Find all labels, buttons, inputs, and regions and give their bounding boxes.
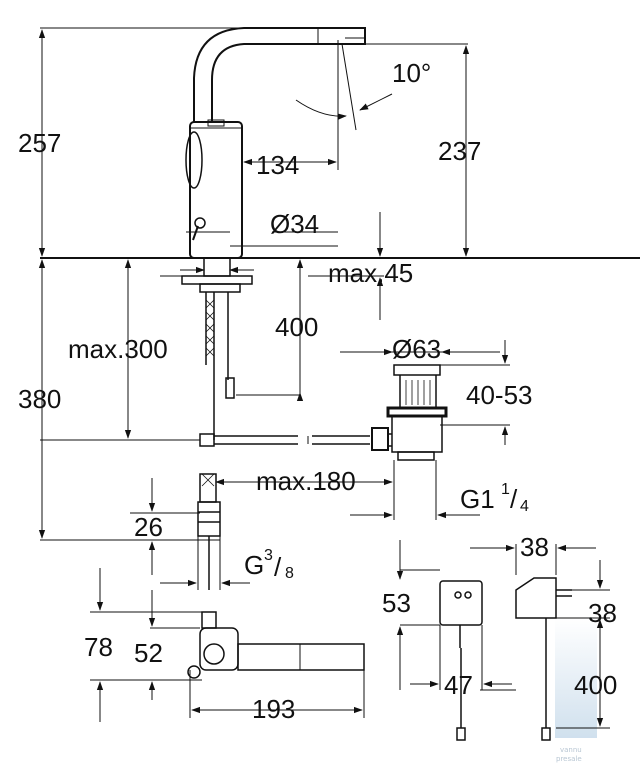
angle-valve [197, 473, 221, 590]
faucet-base-plan [187, 611, 365, 679]
label-valve-height: 26 [134, 512, 163, 542]
label-base-width: 52 [134, 638, 163, 668]
label-hose-max: max.300 [68, 334, 168, 364]
label-base-height: 78 [84, 632, 113, 662]
label-rod-length: max.180 [256, 466, 356, 496]
watermark-fill [555, 618, 597, 738]
label-waste-diameter: Ø63 [392, 334, 441, 364]
svg-text:1: 1 [501, 481, 510, 498]
label-total-height: 257 [18, 128, 61, 158]
label-hole-diameter: Ø34 [270, 209, 319, 239]
label-spout-height: 237 [438, 136, 481, 166]
svg-text:/: / [510, 484, 518, 514]
label-hose-length: 400 [275, 312, 318, 342]
watermark-text-1: vannu [560, 746, 582, 754]
pop-up-waste [371, 364, 448, 461]
label-swivel-angle: 10° [392, 58, 431, 88]
svg-text:3: 3 [264, 547, 273, 564]
watermark-text-2: presale [556, 755, 582, 763]
label-transformer-plug: 38 [588, 598, 617, 628]
label-transformer-depth: 38 [520, 532, 549, 562]
label-transformer-height: 53 [382, 588, 411, 618]
label-spout-reach: 134 [256, 150, 299, 180]
mounting-assembly [181, 257, 253, 440]
svg-text:4: 4 [520, 498, 529, 515]
pull-rod [40, 433, 370, 447]
label-deck-thickness: max.45 [328, 258, 413, 288]
label-waste-thread: G1 1 / 4 [460, 481, 529, 515]
svg-text:8: 8 [285, 565, 294, 582]
label-base-length: 193 [252, 694, 295, 724]
label-under-deck-height: 380 [18, 384, 61, 414]
label-waste-range: 40-53 [466, 380, 533, 410]
svg-text:/: / [274, 552, 282, 582]
transformer-front [439, 580, 483, 741]
label-transformer-width: 47 [444, 670, 473, 700]
hose-braid [205, 299, 215, 357]
dimension-lines [38, 27, 610, 729]
faucet-body [185, 27, 366, 259]
label-supply-thread: G 3 / 8 [244, 547, 294, 582]
label-cable-length: 400 [574, 670, 617, 700]
svg-text:G1: G1 [460, 484, 495, 514]
transformer-side [515, 577, 572, 741]
svg-text:G: G [244, 550, 264, 580]
